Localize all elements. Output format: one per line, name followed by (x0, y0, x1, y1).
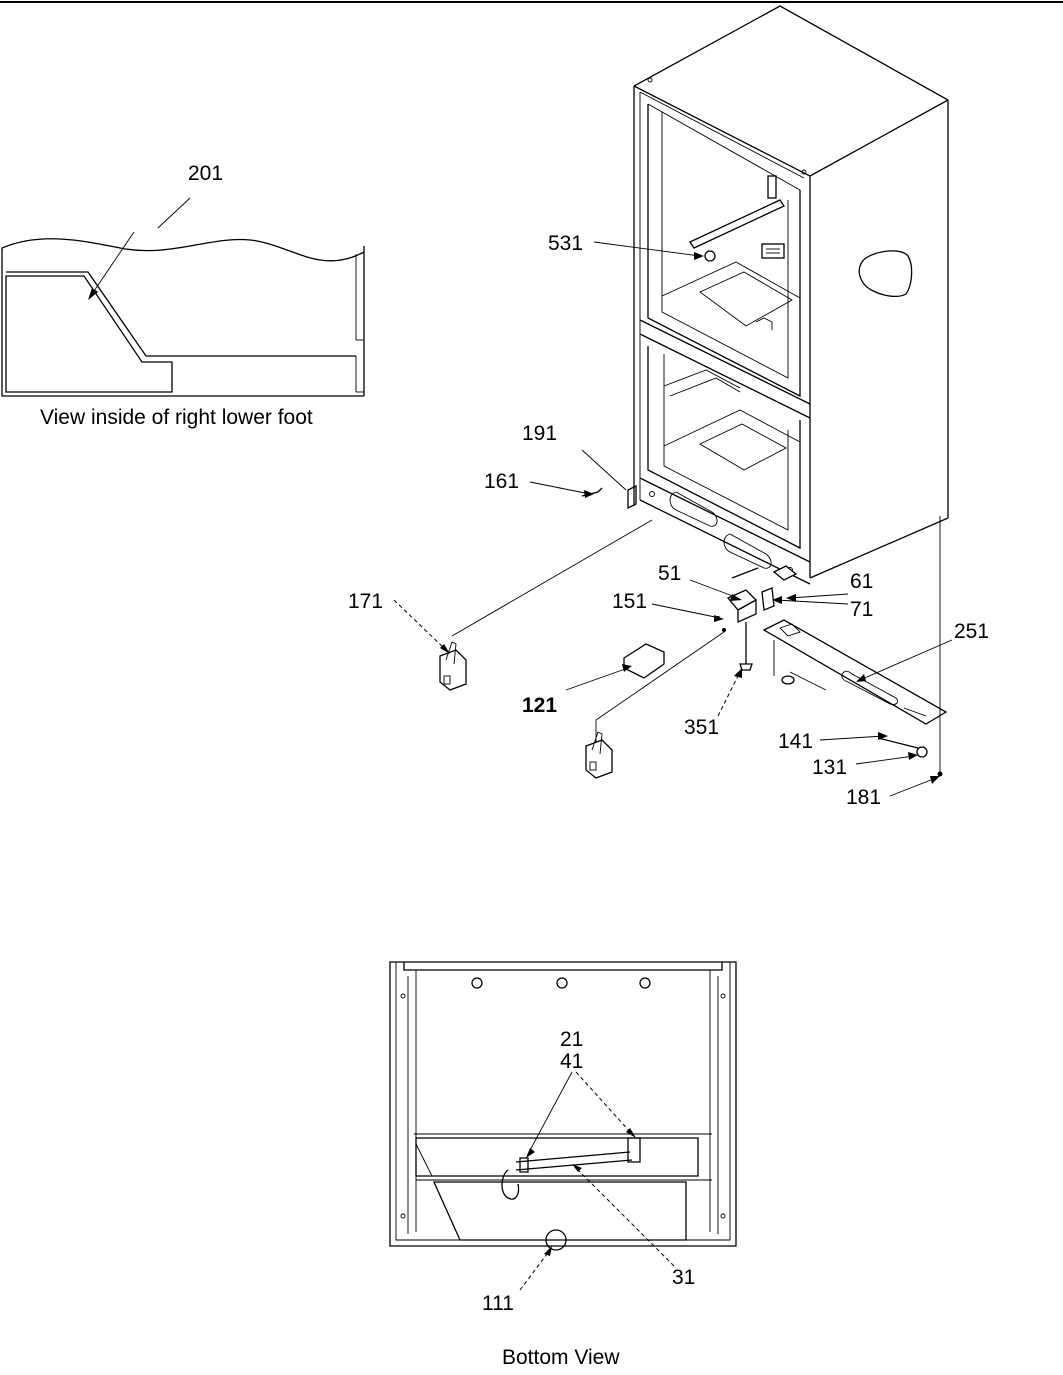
callout-131: 131 (812, 756, 847, 779)
callout-351: 351 (684, 716, 719, 739)
callout-61: 61 (850, 570, 873, 593)
callout-31: 31 (672, 1266, 695, 1289)
callout-51: 51 (658, 562, 681, 585)
callout-531: 531 (548, 232, 583, 255)
callout-111: 111 (482, 1292, 514, 1315)
callout-121: 121 (522, 694, 557, 717)
callout-181: 181 (846, 786, 881, 809)
callout-201: 201 (188, 162, 223, 185)
bottom-view-caption: Bottom View (502, 1346, 620, 1369)
callout-141: 141 (778, 730, 813, 753)
callout-191: 191 (522, 422, 557, 445)
callout-71: 71 (850, 598, 873, 621)
callout-171: 171 (348, 590, 383, 613)
cabinet-exploded-view (393, 5, 953, 797)
bottom-view (389, 961, 737, 1291)
callout-41: 41 (560, 1050, 583, 1073)
inset-foot-view (1, 197, 365, 397)
callout-161: 161 (484, 470, 519, 493)
callout-151: 151 (612, 590, 647, 613)
callout-21: 21 (560, 1028, 583, 1051)
inset-caption: View inside of right lower foot (40, 406, 313, 429)
callout-251: 251 (954, 620, 989, 643)
